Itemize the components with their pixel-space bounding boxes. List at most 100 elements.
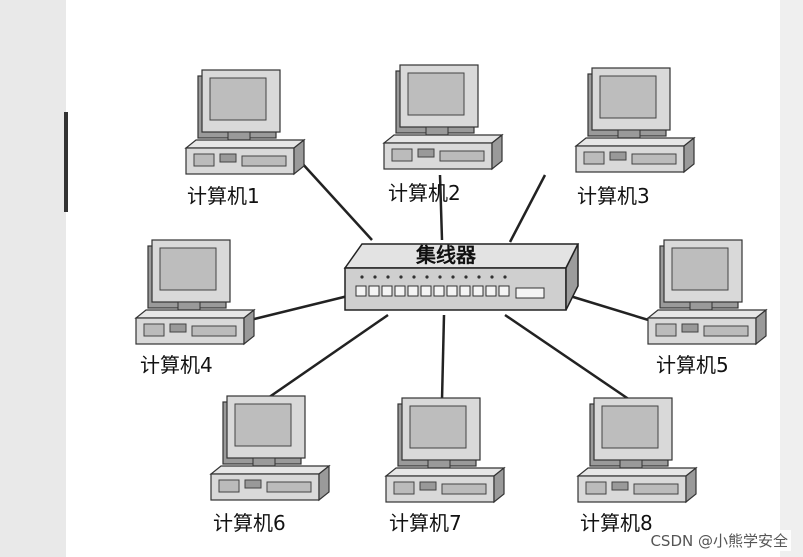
monitor-stand	[425, 126, 449, 136]
hub-led	[386, 275, 390, 279]
case-top	[184, 139, 306, 149]
computer-4: 计算机4	[134, 239, 256, 377]
link-line-5	[569, 294, 656, 324]
hub-port	[446, 285, 458, 297]
hub-led	[425, 275, 429, 279]
hub-port	[355, 285, 367, 297]
case-drive	[655, 323, 677, 337]
computer-8: 计算机8	[576, 397, 698, 535]
link-line-8	[504, 313, 631, 402]
hub-port	[381, 285, 393, 297]
case-drive	[391, 148, 413, 162]
case-slot	[611, 481, 629, 491]
right-border-strip	[780, 0, 803, 557]
hub-led	[503, 275, 507, 279]
case-bay	[441, 483, 487, 495]
case-drive	[583, 151, 605, 165]
case-drive	[218, 479, 240, 493]
case-side	[685, 466, 697, 504]
case-bay	[633, 483, 679, 495]
computer-group: 计算机1 计算机2 计算机3 计算机4 计算机5 计算机6 计算机7 计算机8	[134, 64, 768, 535]
case-slot	[219, 153, 237, 163]
hub-led	[477, 275, 481, 279]
monitor-screen	[209, 77, 267, 121]
case-bay	[241, 155, 287, 167]
case-side	[491, 133, 503, 171]
watermark: CSDN @小熊学安全	[647, 530, 791, 551]
link-line-3	[508, 174, 547, 243]
hub-led	[399, 275, 403, 279]
case-top	[574, 137, 696, 147]
computer-5: 计算机5	[646, 239, 768, 377]
monitor-screen	[407, 72, 465, 116]
case-bay	[439, 150, 485, 162]
left-border-mark	[64, 112, 68, 212]
computer-label-3: 计算机3	[577, 184, 650, 208]
case-bay	[631, 153, 677, 165]
monitor-stand	[252, 457, 276, 467]
link-line-6	[264, 313, 389, 402]
case-top	[209, 465, 331, 475]
link-line-7	[440, 314, 446, 401]
case-side	[493, 466, 505, 504]
hub-led	[464, 275, 468, 279]
link-line-4	[241, 293, 353, 324]
hub-port	[459, 285, 471, 297]
computer-label-6: 计算机6	[213, 511, 286, 535]
monitor-screen	[159, 247, 217, 291]
case-side	[755, 308, 767, 346]
case-drive	[585, 481, 607, 495]
left-border-strip	[0, 0, 66, 557]
case-bay	[703, 325, 749, 337]
monitor-screen	[671, 247, 729, 291]
monitor-screen	[234, 403, 292, 447]
computer-label-2: 计算机2	[388, 181, 461, 205]
case-top	[382, 134, 504, 144]
computer-label-4: 计算机4	[140, 353, 213, 377]
case-slot	[419, 481, 437, 491]
monitor-screen	[409, 405, 467, 449]
case-slot	[169, 323, 187, 333]
case-top	[576, 467, 698, 477]
case-bay	[191, 325, 237, 337]
monitor-stand	[689, 301, 713, 311]
hub-uplink-port	[515, 287, 545, 299]
computer-label-5: 计算机5	[656, 353, 729, 377]
case-side	[243, 308, 255, 346]
monitor-stand	[227, 131, 251, 141]
hub-port	[433, 285, 445, 297]
monitor-stand	[427, 459, 451, 469]
hub-led	[451, 275, 455, 279]
hub-port	[420, 285, 432, 297]
case-side	[293, 138, 305, 176]
case-drive	[393, 481, 415, 495]
hub-led	[412, 275, 416, 279]
computer-label-7: 计算机7	[389, 511, 462, 535]
computer-1: 计算机1	[184, 69, 306, 208]
case-side	[318, 464, 330, 502]
hub-side	[565, 243, 579, 311]
link-line-2	[438, 174, 444, 241]
hub-port	[394, 285, 406, 297]
case-bay	[266, 481, 312, 493]
hub-led	[360, 275, 364, 279]
computer-6: 计算机6	[209, 395, 331, 535]
case-top	[646, 309, 768, 319]
case-side	[683, 136, 695, 174]
case-slot	[244, 479, 262, 489]
case-slot	[609, 151, 627, 161]
hub-led	[373, 275, 377, 279]
case-slot	[681, 323, 699, 333]
monitor-stand	[177, 301, 201, 311]
computer-label-1: 计算机1	[187, 184, 260, 208]
monitor-screen	[601, 405, 659, 449]
hub-port	[368, 285, 380, 297]
case-slot	[417, 148, 435, 158]
case-top	[134, 309, 256, 319]
monitor-stand	[619, 459, 643, 469]
hub-label: 集线器	[415, 243, 477, 267]
monitor-screen	[599, 75, 657, 119]
hub-port	[485, 285, 497, 297]
